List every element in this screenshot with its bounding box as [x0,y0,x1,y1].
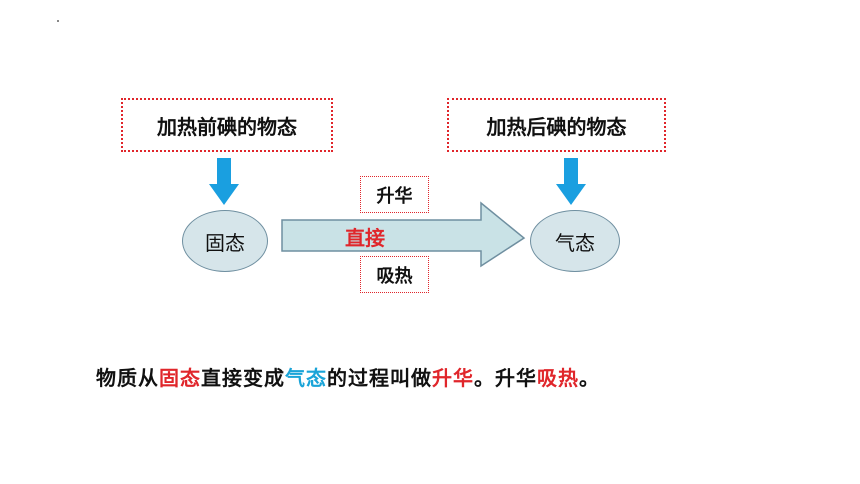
direct-label: 直接 [345,226,385,250]
gas-state-label: 气态 [555,230,595,255]
after-heating-box: 加热后碘的物态 [447,98,666,152]
solid-state-node: 固态 [182,210,268,272]
definition-sentence: 物质从固态直接变成气态的过程叫做升华。升华吸热。 [96,362,600,391]
solid-state-label: 固态 [205,230,245,255]
down-arrow-left-icon [209,158,239,205]
down-arrow-right-icon [556,158,586,205]
before-heating-box: 加热前碘的物态 [121,98,333,152]
sublimation-label: 升华 [376,185,413,207]
sentence-solid: 固态 [159,366,201,390]
sentence-sublimation: 升华 [432,366,474,390]
sentence-part: 。升华 [474,366,537,390]
sentence-absorb-heat: 吸热 [537,366,579,390]
absorb-heat-label: 吸热 [376,265,413,287]
before-heating-label: 加热前碘的物态 [157,114,297,139]
after-heating-label: 加热后碘的物态 [486,114,627,139]
sublimation-box: 升华 [360,176,429,213]
absorb-heat-box: 吸热 [360,256,429,293]
decorative-dot [57,20,59,22]
sentence-gas: 气态 [285,366,327,390]
sentence-part: 直接变成 [201,366,285,390]
gas-state-node: 气态 [530,210,620,272]
sentence-part: 的过程叫做 [327,366,432,390]
sentence-part: 。 [579,366,600,390]
sentence-part: 物质从 [96,366,159,390]
